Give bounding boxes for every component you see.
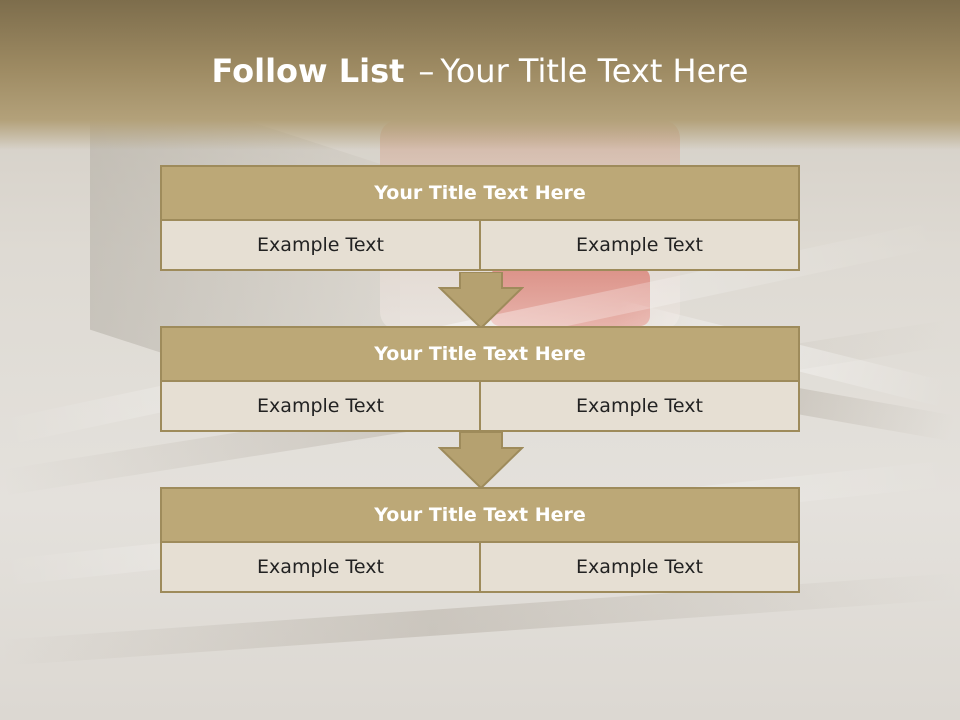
step-cell-right: Example Text: [479, 382, 798, 430]
title-bar: [0, 0, 960, 150]
title-main: Follow List: [211, 52, 405, 90]
step-block-3: Your Title Text Here Example Text Exampl…: [160, 487, 800, 593]
step-block-2: Your Title Text Here Example Text Exampl…: [160, 326, 800, 432]
step-heading: Your Title Text Here: [160, 487, 800, 543]
step-heading: Your Title Text Here: [160, 165, 800, 221]
step-cell-left: Example Text: [162, 543, 479, 591]
train-front: [490, 268, 650, 326]
step-row: Example Text Example Text: [160, 543, 800, 593]
step-cell-right: Example Text: [479, 221, 798, 269]
down-arrow-icon: [438, 432, 524, 490]
step-row: Example Text Example Text: [160, 382, 800, 432]
slide-title: Follow List–Your Title Text Here: [0, 52, 960, 90]
down-arrow-icon: [438, 272, 524, 330]
title-separator: –: [418, 52, 435, 90]
step-cell-left: Example Text: [162, 382, 479, 430]
step-cell-left: Example Text: [162, 221, 479, 269]
step-row: Example Text Example Text: [160, 221, 800, 271]
title-sub: Your Title Text Here: [440, 52, 749, 90]
step-cell-right: Example Text: [479, 543, 798, 591]
step-block-1: Your Title Text Here Example Text Exampl…: [160, 165, 800, 271]
step-heading: Your Title Text Here: [160, 326, 800, 382]
